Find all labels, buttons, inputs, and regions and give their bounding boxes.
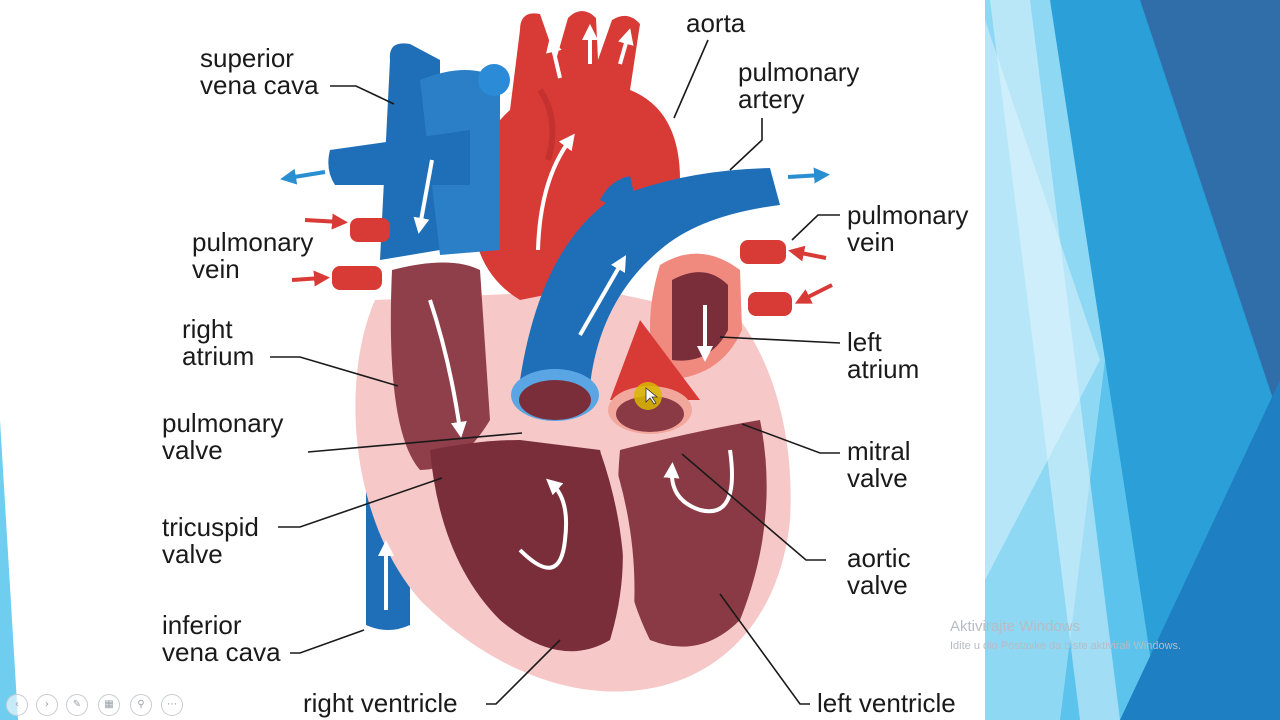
label-right-atrium: right atrium [182,314,255,371]
more-options-button[interactable]: ⋯ [161,694,183,716]
label-pulmonary-vein-left: pulmonary vein [192,227,314,284]
next-slide-button[interactable]: › [36,694,58,716]
pulmonary-vein-right-upper [740,240,786,264]
label-superior-vena-cava: superior vena cava [200,43,319,100]
label-mitral-valve: mitral valve [847,436,911,493]
label-inferior-vena-cava: inferior vena cava [162,610,281,667]
leader-tricuspid-valve [278,477,443,528]
pulmonary-vein-left-lower [332,266,382,290]
zoom-icon: ⚲ [137,699,145,710]
right-pulmonary-artery-branch [328,130,470,185]
label-pulmonary-vein-right: pulmonary vein [847,200,969,257]
zoom-button[interactable]: ⚲ [130,694,152,716]
septum [600,448,635,651]
leader-pulmonary-valve [307,432,523,453]
activation-watermark-subtitle: Idite u dio Postavke da biste aktivirali… [950,640,1182,652]
cursor-icon [645,387,659,405]
slide-theme-left-strip [0,420,18,720]
leader-pulmonary-artery [729,118,763,171]
pulmonary-artery-vessel [520,168,780,385]
prev-icon: ‹ [15,699,19,710]
leader-inferior-vena-cava [290,629,365,654]
label-left-ventricle: left ventricle [817,688,956,718]
activation-watermark-title: Aktivirajte Windows [950,618,1081,635]
label-aortic-valve: aortic valve [847,543,911,600]
leader-lines [270,39,841,705]
leader-pulmonary-vein-right [791,214,840,241]
leader-aortic-valve [681,453,826,561]
right-ventricle-chamber [430,440,623,652]
pulmonary-vein-left-upper [350,218,390,242]
slide-theme-decoration [985,0,1280,720]
pen-icon: ✎ [72,699,82,710]
next-icon: › [45,699,49,710]
leader-right-ventricle [486,639,561,705]
label-right-ventricle: right ventricle [303,688,458,718]
leader-left-ventricle [719,593,810,705]
left-ventricle-chamber [618,420,767,647]
label-pulmonary-valve: pulmonary valve [162,408,284,465]
leader-left-atrium [719,336,841,344]
label-pulmonary-artery: pulmonary artery [738,57,860,114]
heart-illustration [280,11,833,692]
label-left-atrium: left atrium [847,327,920,384]
label-aorta: aorta [686,8,746,38]
leader-right-atrium [270,356,399,387]
see-all-slides-button[interactable]: ▦ [98,694,120,716]
pulmonary-vein-right-lower [748,292,792,316]
pen-tool-button[interactable]: ✎ [66,694,88,716]
more-icon: ⋯ [167,699,177,710]
leader-superior-vena-cava [330,85,395,105]
leader-mitral-valve [741,423,840,454]
prev-slide-button[interactable]: ‹ [6,694,28,716]
slides-icon: ▦ [104,699,114,710]
label-tricuspid-valve: tricuspid valve [162,512,259,569]
leader-aorta [673,39,709,119]
right-atrium-chamber [390,262,490,470]
